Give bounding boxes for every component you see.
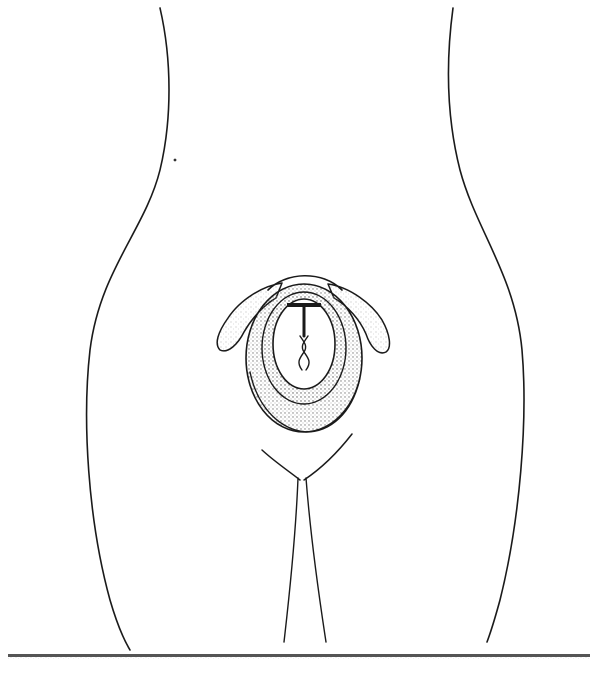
perineal-crease-right [304,434,352,480]
perineal-crease-left [262,450,300,480]
right-body-contour [448,8,524,642]
stray-dot [174,159,177,162]
left-body-contour [87,8,169,650]
right-inner-thigh-line [306,478,326,642]
bottom-rule-dots [8,657,590,659]
bottom-rule [8,654,590,657]
left-inner-thigh-line [284,478,298,642]
